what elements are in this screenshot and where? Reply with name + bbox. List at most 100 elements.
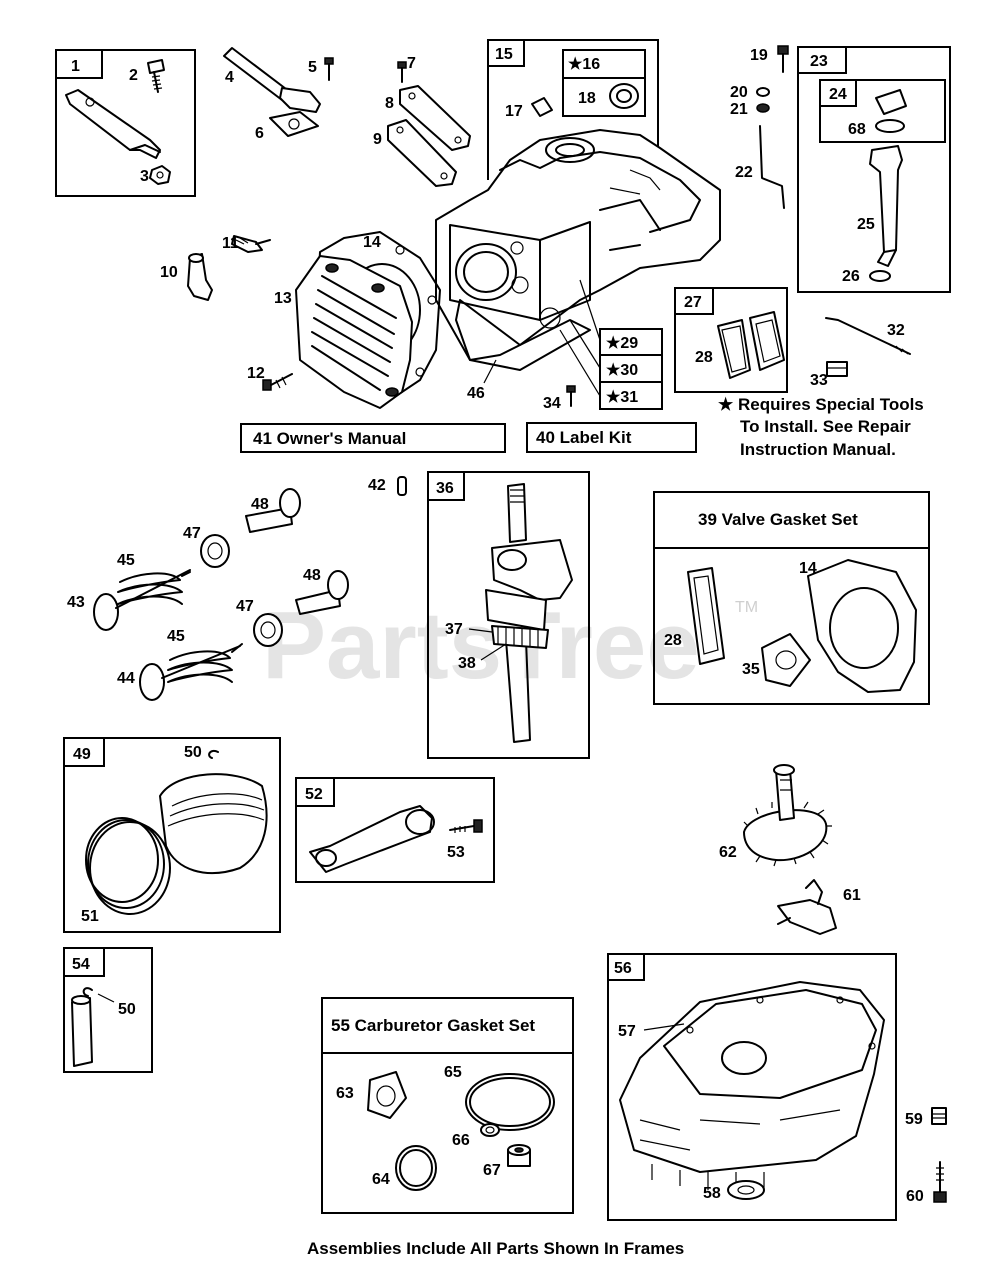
callout-28a: 28: [695, 349, 713, 366]
label-kit-label: 40 Label Kit: [536, 428, 632, 447]
callout-34: 34: [543, 395, 561, 412]
part-50-clip-a: [208, 749, 219, 759]
callout-2: 2: [129, 67, 138, 84]
frame-23: 23 24 68 25 26: [797, 46, 951, 293]
part-22-link: [759, 125, 785, 209]
callout-51: 51: [81, 908, 99, 925]
frame-56: 56 57 58: [607, 953, 897, 1221]
leader-57: [643, 1023, 685, 1031]
callout-61: 61: [843, 887, 861, 904]
part-3-nut: [149, 165, 171, 185]
callout-3: 3: [140, 168, 149, 185]
callout-21: 21: [730, 101, 748, 118]
callout-18: 18: [578, 90, 596, 107]
part-63-gasket: [367, 1071, 407, 1119]
frame-56-label: 56: [614, 960, 632, 977]
part-47-retainer-a: [200, 534, 230, 568]
footer-note: Assemblies Include All Parts Shown In Fr…: [307, 1239, 684, 1258]
callout-28b: 28: [664, 632, 682, 649]
part-34-screw: [566, 385, 576, 407]
callout-25: 25: [857, 216, 875, 233]
part-51-rings: [85, 817, 171, 915]
part-35-gasket: [761, 633, 811, 687]
frame-52-label: 52: [305, 786, 323, 803]
part-58-bearing: [727, 1180, 765, 1200]
callout-11: 11: [222, 235, 239, 252]
callout-57: 57: [618, 1023, 636, 1040]
part-48-guide-a: [245, 488, 301, 533]
callout-20: 20: [730, 84, 748, 101]
watermark-trademark: TM: [735, 599, 758, 616]
part-26-o-ring: [869, 270, 891, 282]
frame-54-label: 54: [72, 956, 90, 973]
part-21-nut: [756, 103, 770, 113]
callout-9: 9: [373, 131, 382, 148]
part-6-bracket: [269, 87, 321, 137]
part-67-spacer: [507, 1144, 531, 1167]
callout-47b: 47: [236, 598, 254, 615]
part-11-spark-plug: [231, 235, 271, 253]
part-52-connecting-rod: [309, 805, 435, 873]
callout-50b: 50: [118, 1001, 136, 1018]
callout-8: 8: [385, 95, 394, 112]
part-12-bolt: [262, 373, 293, 391]
frame-1: 1 2 3: [55, 49, 196, 197]
leader-50b: [97, 993, 115, 1003]
special-tools-line-2: To Install. See Repair: [740, 417, 911, 436]
callout-58: 58: [703, 1185, 721, 1202]
star-boxes-29-31: ★29 ★30 ★31: [559, 279, 663, 410]
callout-32: 32: [887, 322, 905, 339]
callout-45b: 45: [167, 628, 185, 645]
leader-31: [559, 329, 601, 397]
owners-manual-box: 41 Owner's Manual: [240, 423, 506, 453]
part-61-governor: [777, 879, 837, 935]
frame-52: 52 53: [295, 777, 495, 883]
part-50-clip-b: [82, 987, 93, 997]
callout-45a: 45: [117, 552, 135, 569]
callout-44: 44: [117, 670, 135, 687]
part-27-breather: [749, 311, 785, 371]
part-54-piston-pin: [71, 995, 93, 1067]
part-65-ring: [465, 1073, 555, 1131]
leader-38: [480, 643, 507, 661]
owners-manual-label: 41 Owner's Manual: [253, 429, 406, 448]
part-13-cylinder-head: [295, 255, 413, 409]
carb-gasket-set-55: 55 Carburetor Gasket Set 63 65 66 64 67: [321, 997, 574, 1214]
part-20-washer: [756, 87, 770, 97]
special-tools-line-3: Instruction Manual.: [740, 440, 896, 459]
part-44-valve: [139, 645, 241, 701]
callout-60: 60: [906, 1188, 924, 1205]
part-43-valve: [93, 569, 191, 631]
part-15-cylinder-block: [435, 129, 721, 361]
star-box-29: ★29: [606, 335, 638, 352]
callout-68: 68: [848, 121, 866, 138]
part-64-gasket: [395, 1145, 437, 1191]
callout-47a: 47: [183, 525, 201, 542]
frame-1-label: 1: [71, 58, 80, 75]
part-28-gasket: [717, 319, 751, 379]
part-32-rod: [825, 317, 911, 355]
valve-gasket-set-label: 39 Valve Gasket Set: [698, 510, 858, 529]
leader-30: [569, 319, 601, 369]
star-box-30: ★30: [606, 362, 638, 379]
callout-65: 65: [444, 1064, 462, 1081]
callout-48a: 48: [251, 496, 269, 513]
special-tools-note: ★ Requires Special Tools To Install. See…: [718, 395, 924, 459]
callout-14b: 14: [799, 560, 817, 577]
star-box-16: ★16: [568, 56, 600, 73]
part-17-pin: [531, 97, 553, 117]
callout-64: 64: [372, 1171, 390, 1188]
callout-10: 10: [160, 264, 178, 281]
callout-26: 26: [842, 268, 860, 285]
part-42-pin: [397, 476, 407, 496]
callout-42: 42: [368, 477, 386, 494]
callout-7: 7: [407, 55, 416, 72]
callout-14a: 14: [363, 234, 381, 251]
watermark: PartsTree: [262, 592, 700, 699]
part-62-gear: [743, 764, 832, 867]
callout-4: 4: [225, 69, 234, 86]
frame-49-label: 49: [73, 746, 91, 763]
callout-13: 13: [274, 290, 292, 307]
part-48-guide-b: [295, 570, 349, 615]
